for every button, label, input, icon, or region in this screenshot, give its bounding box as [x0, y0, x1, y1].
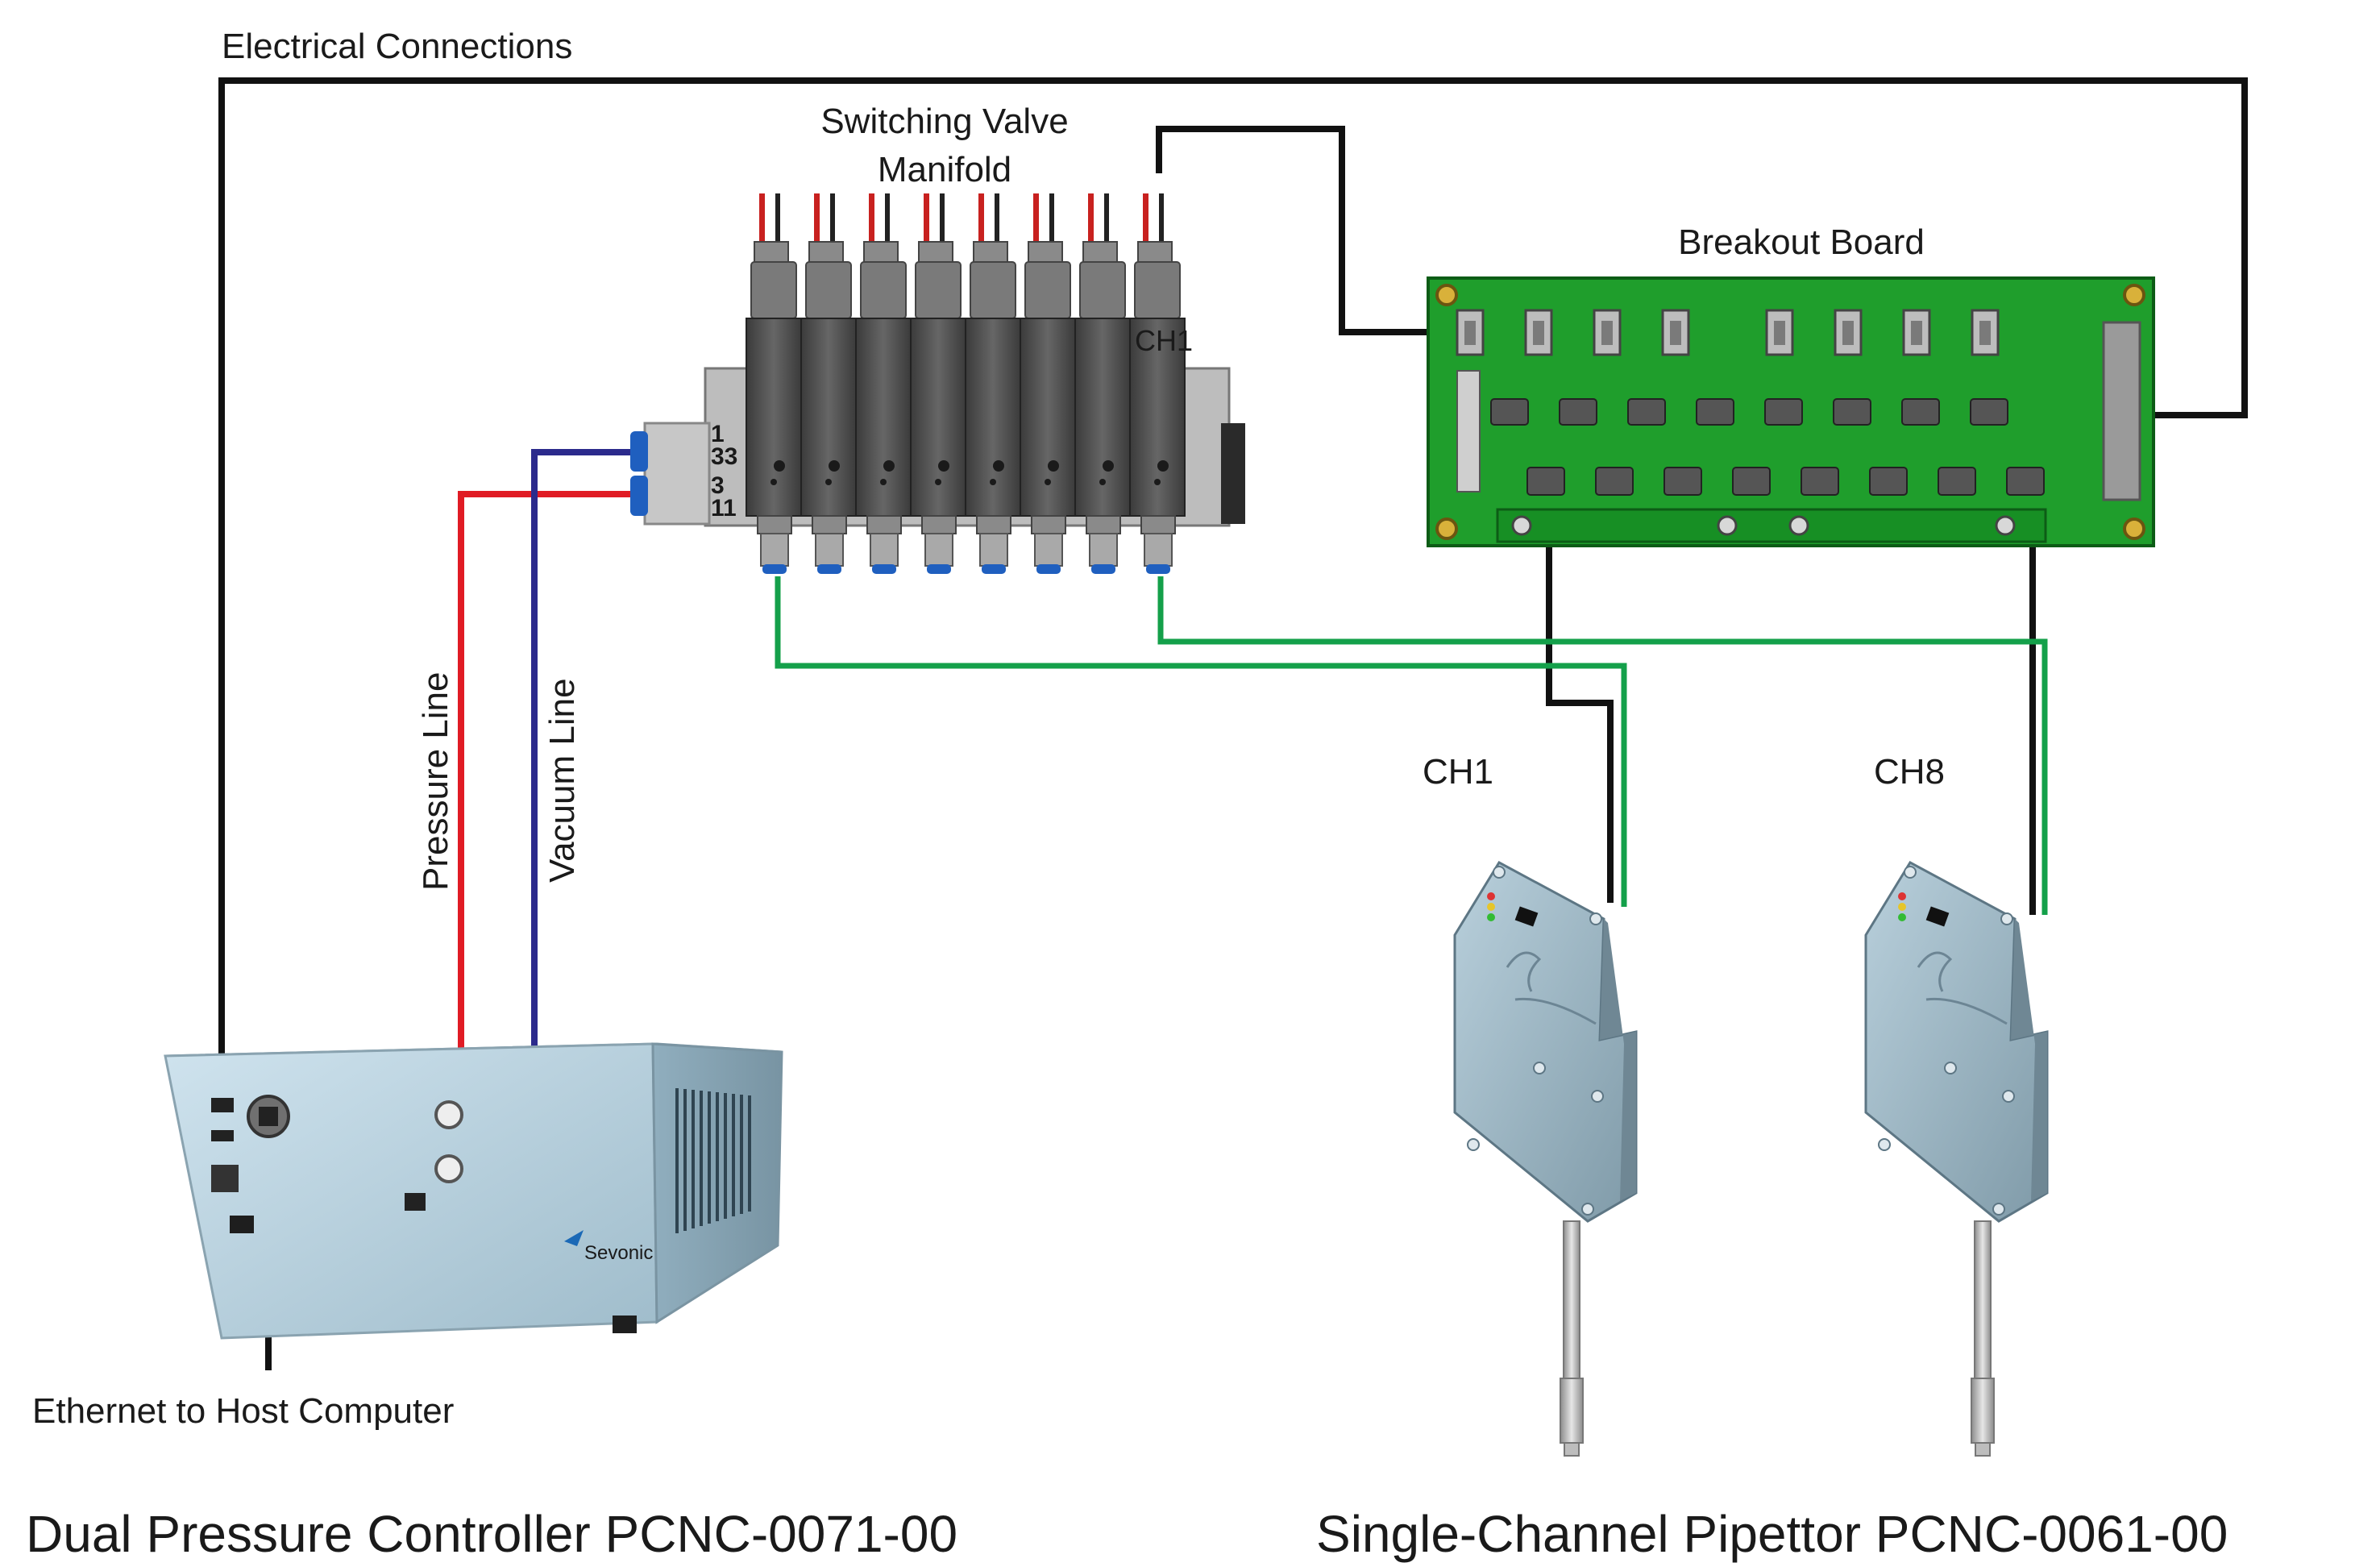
wire-controller-to-top: [218, 77, 2248, 1084]
terminal-screw[interactable]: [1511, 515, 1532, 536]
controller-front: [164, 1042, 658, 1340]
mid-connector[interactable]: [1833, 398, 1871, 426]
wire-manifold-to-board: [1156, 126, 1435, 335]
jst-connector[interactable]: [1902, 309, 1931, 356]
valve-5: [965, 193, 1021, 574]
port-label: 33: [711, 443, 737, 470]
vacuum-line-label: Vacuum Line: [542, 678, 582, 883]
ribbon-connector[interactable]: [2102, 321, 2141, 501]
valve-3: [855, 193, 912, 574]
manifold-ch1-label: CH1: [1135, 324, 1193, 357]
lower-connector[interactable]: [1938, 467, 1976, 496]
port-label: 3: [711, 472, 725, 499]
valve-1: [746, 193, 802, 574]
ch1-pipettor-label: CH1: [1423, 752, 1493, 792]
mid-connector[interactable]: [1696, 398, 1734, 426]
mid-connector[interactable]: [1901, 398, 1940, 426]
terminal-connector[interactable]: [211, 1165, 239, 1192]
port-fitting-bottom[interactable]: [630, 476, 648, 516]
mount-hole: [2123, 284, 2145, 306]
mid-connector[interactable]: [1490, 398, 1529, 426]
lower-connector[interactable]: [1664, 467, 1702, 496]
mid-connector[interactable]: [1764, 398, 1803, 426]
small-connector[interactable]: [405, 1193, 426, 1211]
brand-logo-mark: [564, 1230, 584, 1246]
vacuum-fitting[interactable]: [434, 1154, 463, 1183]
pressure-line: [458, 491, 633, 1115]
ch8-pipettor-label: CH8: [1874, 752, 1945, 792]
port-label: 1: [711, 421, 725, 447]
pipettor-ch1: [1453, 861, 1638, 1457]
foot: [613, 1316, 637, 1333]
switching-valve-manifold: 1 33 3 11 CH1: [630, 193, 1245, 574]
breakout-board: [1427, 276, 2155, 547]
lower-connector[interactable]: [1732, 467, 1771, 496]
controller-brand: Sevonic: [584, 1242, 653, 1264]
mid-connector[interactable]: [1627, 398, 1666, 426]
pipettor-title: Single-Channel Pipettor PCNC-0061-00: [1316, 1505, 2228, 1563]
electrical-connections-label: Electrical Connections: [222, 27, 572, 66]
port-fitting-top[interactable]: [630, 431, 648, 472]
breakout-board-label: Breakout Board: [1678, 222, 1925, 262]
side-header: [1456, 370, 1481, 493]
controller-title: Dual Pressure Controller PCNC-0071-00: [26, 1505, 957, 1563]
pipettor-ch8: [1864, 861, 2049, 1457]
valve-4: [910, 193, 966, 574]
lower-connector[interactable]: [1801, 467, 1839, 496]
lower-connector[interactable]: [1595, 467, 1634, 496]
valve-6: [1020, 193, 1076, 574]
lower-connector[interactable]: [1526, 467, 1565, 496]
fluid-lines: [775, 576, 2048, 915]
valve-8: [1129, 193, 1186, 574]
lower-connector[interactable]: [1869, 467, 1908, 496]
manifold-end-cap: [1221, 423, 1245, 524]
fluid-line-ch8: [1157, 576, 2048, 915]
pressure-line-label: Pressure Line: [416, 672, 455, 891]
lower-connector[interactable]: [2006, 467, 2045, 496]
ethernet-jack: [259, 1107, 278, 1126]
foot: [230, 1216, 254, 1233]
terminal-strip: [1496, 508, 2047, 543]
terminal-screw[interactable]: [1995, 515, 2016, 536]
switching-valve-label-line1: Switching Valve: [820, 102, 1068, 141]
mount-hole: [1435, 517, 1458, 540]
power-connector[interactable]: [211, 1098, 234, 1112]
mid-connector[interactable]: [1970, 398, 2008, 426]
manifold-port-block: [643, 422, 711, 526]
valve-stack: [746, 193, 1186, 574]
mount-hole: [1435, 284, 1458, 306]
controller-vents: [675, 1088, 751, 1233]
valve-2: [800, 193, 857, 574]
terminal-screw[interactable]: [1788, 515, 1809, 536]
ethernet-label: Ethernet to Host Computer: [32, 1391, 454, 1431]
dual-pressure-controller: Sevonic: [164, 1042, 783, 1340]
mount-hole: [2123, 517, 2145, 540]
port-label: 11: [711, 495, 737, 522]
wire-board-to-ch1: [1546, 484, 1614, 903]
aux-connector[interactable]: [211, 1130, 234, 1141]
mid-connector[interactable]: [1559, 398, 1597, 426]
fluid-line-ch1: [775, 576, 1627, 907]
valve-7: [1074, 193, 1131, 574]
terminal-screw[interactable]: [1717, 515, 1738, 536]
pressure-fitting[interactable]: [434, 1100, 463, 1129]
switching-valve-label-line2: Manifold: [878, 150, 1011, 189]
board-connectors: [1456, 309, 2045, 536]
